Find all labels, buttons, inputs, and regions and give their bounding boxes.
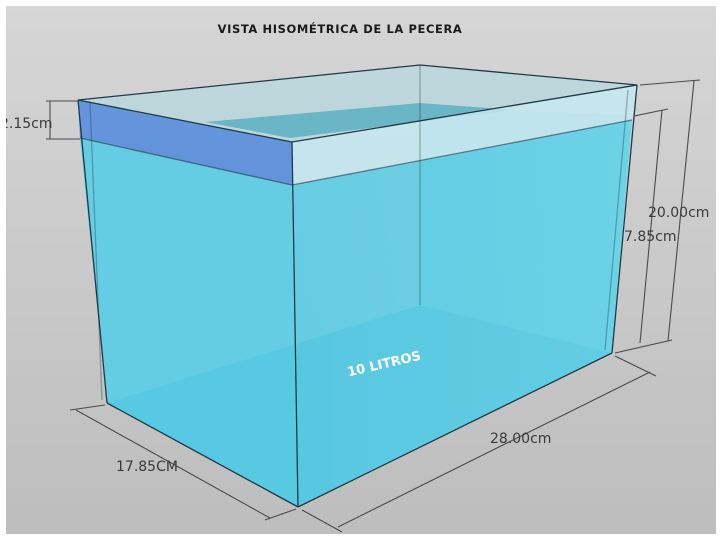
length-dimension: [301, 355, 657, 533]
width-label: 17.85CM: [116, 459, 178, 475]
rim-dimension-label: 2.15cm: [0, 116, 53, 132]
height-water-dimension: [633, 108, 669, 344]
height-water-label: 7.85cm: [624, 229, 677, 245]
diagram-title: VISTA HISOMÉTRICA DE LA PECERA: [218, 21, 463, 36]
tank-left-water: [80, 138, 298, 507]
width-dimension: [69, 404, 297, 521]
height-total-dimension: [614, 79, 701, 354]
rim-top: [78, 65, 637, 142]
tank-right-water: [292, 120, 632, 507]
rim-left: [78, 100, 292, 185]
height-total-label: 20.00cm: [648, 205, 709, 221]
length-label: 28.00cm: [490, 431, 551, 447]
rim-dimension: [46, 100, 80, 140]
rim-right: [292, 85, 637, 185]
glass-edges: [77, 64, 638, 508]
